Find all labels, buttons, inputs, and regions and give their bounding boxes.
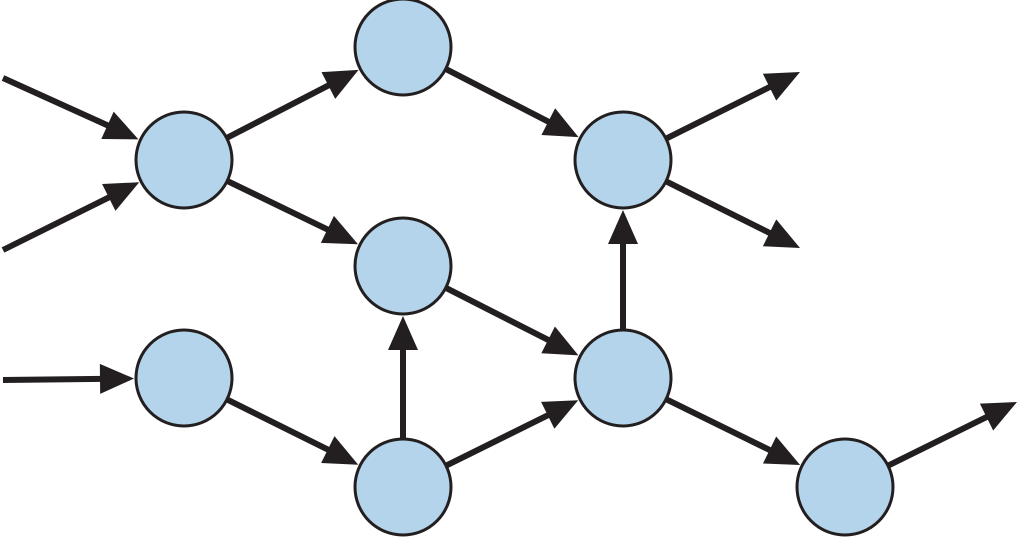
output-edge-3-line	[886, 413, 990, 469]
edge-D-E-arrowhead	[321, 436, 359, 465]
edge-A-B-line	[225, 81, 332, 141]
input-edge-1-arrowhead	[101, 111, 139, 140]
output-edge-2-arrowhead	[762, 219, 800, 248]
edge-C-G-line	[444, 285, 552, 344]
edge-E-G-line	[444, 411, 551, 469]
edge-G-F-arrowhead	[608, 210, 638, 244]
node-D	[134, 328, 234, 428]
edge-G-H-line	[664, 396, 773, 454]
node-G	[573, 328, 673, 428]
node-B	[353, 0, 453, 97]
edge-G-H-arrowhead	[762, 436, 801, 465]
node-E	[353, 437, 453, 537]
input-edge-2-line	[1, 193, 112, 253]
output-edge-1-arrowhead	[762, 72, 800, 101]
output-edge-1-line	[664, 83, 773, 142]
edge-A-B-arrowhead	[321, 69, 359, 99]
edge-B-F-line	[444, 66, 552, 126]
edge-E-G-arrowhead	[541, 400, 579, 429]
edge-A-C-line	[225, 178, 331, 233]
node-C	[353, 216, 453, 316]
edge-C-G-arrowhead	[541, 326, 579, 356]
output-edge-2-line	[664, 178, 773, 237]
input-edge-1-line	[1, 75, 111, 129]
node-H	[795, 437, 895, 537]
node-F	[573, 110, 673, 210]
edge-D-E-line	[225, 396, 331, 454]
input-edge-3-arrowhead	[99, 363, 135, 394]
input-edge-3-line	[2, 375, 103, 383]
node-A	[134, 110, 234, 210]
input-edge-2-arrowhead	[102, 182, 140, 211]
edge-A-C-arrowhead	[320, 215, 358, 245]
output-edge-3-arrowhead	[979, 402, 1017, 431]
edge-B-F-arrowhead	[541, 108, 579, 138]
edge-E-C-arrowhead	[388, 316, 418, 350]
